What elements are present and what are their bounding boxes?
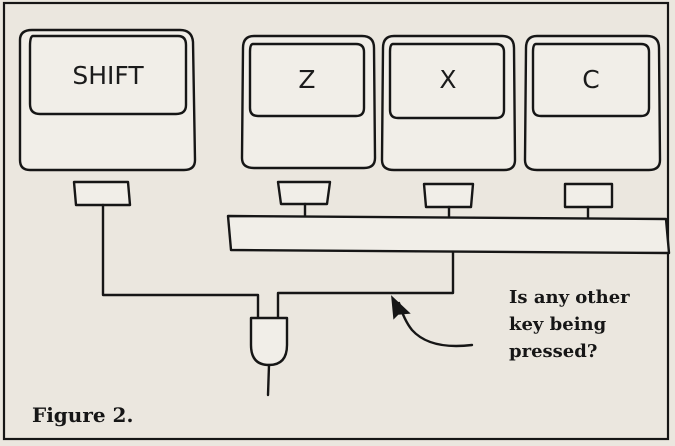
annotation-line-3: pressed? [509,341,597,362]
key-x-label: X [439,65,456,94]
switch-shift [72,180,132,207]
key-x-top [388,42,506,120]
and-gate [249,316,289,367]
arrowhead-icon [391,295,411,320]
key-z: Z [240,34,377,170]
key-shift-top [28,34,188,116]
switch-z [276,180,332,206]
key-c: C [523,34,662,172]
key-c-top [531,42,651,118]
gate-output-wire [266,363,271,397]
key-x: X [380,34,517,172]
annotation-line-1: Is any other [509,287,630,308]
key-z-label: Z [298,65,315,94]
switch-c [563,182,614,209]
annotation-arrow [397,301,474,348]
key-shift-label: SHIFT [72,61,144,90]
switch-x [422,182,475,209]
key-z-top [248,42,366,118]
wire-other-keys [276,250,455,320]
key-c-label: C [582,65,599,94]
figure-caption: Figure 2. [32,403,133,427]
key-shift: SHIFT [18,28,197,172]
other-keys-bus [226,214,671,255]
wire-shift [101,203,260,320]
figure-frame [2,1,670,441]
annotation-line-2: key being [509,314,607,335]
